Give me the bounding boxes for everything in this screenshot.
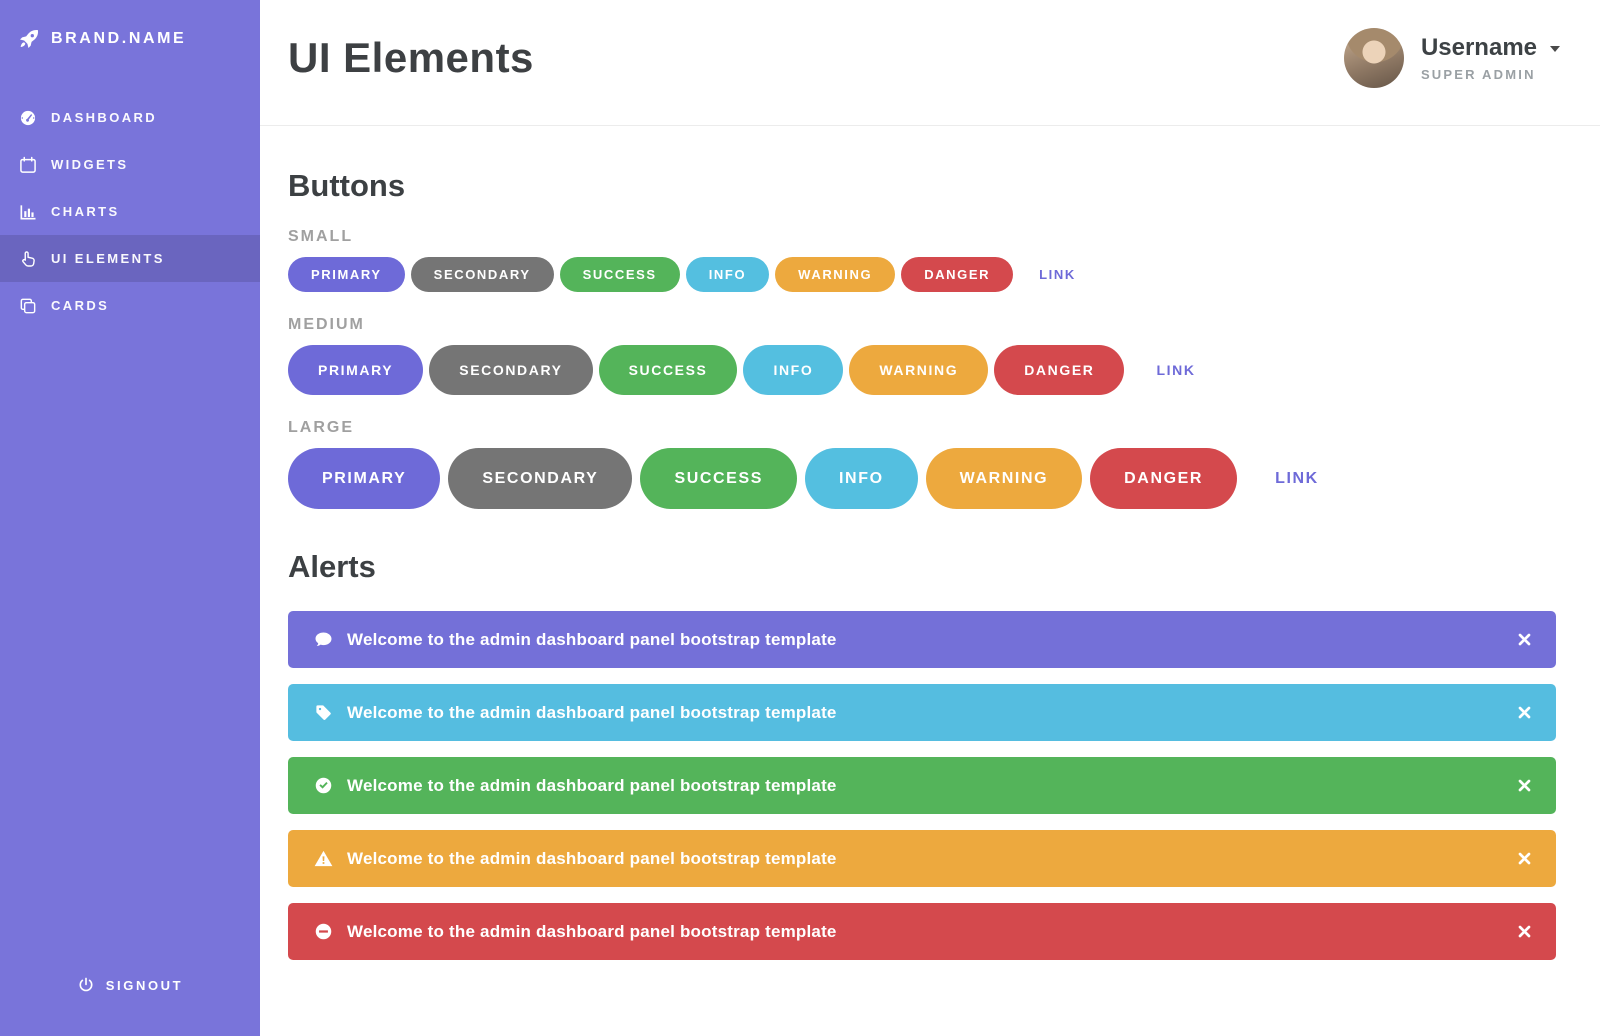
avatar[interactable] [1343, 27, 1404, 88]
header: UI Elements Username SUPER ADMIN [260, 0, 1600, 126]
close-icon[interactable] [1517, 851, 1532, 866]
success-button-small[interactable]: SUCCESS [559, 257, 680, 292]
secondary-button-large[interactable]: SECONDARY [448, 448, 633, 509]
rocket-icon [18, 28, 40, 50]
info-button-small[interactable]: INFO [685, 257, 770, 292]
sidebar-item-dashboard[interactable]: DASHBOARD [0, 94, 260, 141]
tag-icon [314, 703, 333, 722]
button-row-large: PRIMARY SECONDARY SUCCESS INFO WARNING D… [288, 448, 1556, 509]
danger-button-large[interactable]: DANGER [1090, 448, 1238, 509]
cards-icon [18, 296, 38, 316]
success-button-large[interactable]: SUCCESS [640, 448, 797, 509]
user-role: SUPER ADMIN [1420, 66, 1536, 82]
alert-message: Welcome to the admin dashboard panel boo… [347, 921, 837, 941]
chevron-down-icon[interactable] [1550, 46, 1560, 52]
sidebar-item-label: DASHBOARD [51, 110, 158, 125]
close-icon[interactable] [1517, 924, 1532, 939]
brand[interactable]: BRAND.NAME [0, 0, 260, 50]
user-meta: Username SUPER ADMIN [1421, 34, 1560, 82]
close-icon[interactable] [1517, 705, 1532, 720]
button-group-label-large: LARGE [288, 419, 354, 436]
user-menu[interactable]: Username SUPER ADMIN [1343, 27, 1560, 88]
calendar-icon [18, 155, 38, 175]
alert-primary: Welcome to the admin dashboard panel boo… [288, 611, 1556, 668]
alert-success: Welcome to the admin dashboard panel boo… [288, 757, 1556, 814]
close-icon[interactable] [1517, 632, 1532, 647]
primary-button-medium[interactable]: PRIMARY [288, 345, 424, 395]
warning-button-large[interactable]: WARNING [925, 448, 1083, 509]
sidebar-nav: DASHBOARD WIDGETS [0, 94, 260, 329]
sidebar-item-label: CHARTS [51, 204, 120, 219]
primary-button-large[interactable]: PRIMARY [288, 448, 441, 509]
secondary-button-medium[interactable]: SECONDARY [429, 345, 593, 395]
hand-icon [18, 249, 38, 269]
minus-circle-icon [314, 922, 333, 941]
bar-chart-icon [18, 202, 38, 222]
button-group-label-medium: MEDIUM [288, 316, 365, 333]
sidebar-item-charts[interactable]: CHARTS [0, 188, 260, 235]
check-circle-icon [314, 776, 333, 795]
warning-triangle-icon [314, 849, 333, 868]
sidebar-item-label: WIDGETS [51, 157, 129, 172]
comment-icon [314, 630, 333, 649]
info-button-large[interactable]: INFO [805, 448, 918, 509]
button-row-small: PRIMARY SECONDARY SUCCESS INFO WARNING D… [288, 257, 1556, 292]
alert-message: Welcome to the admin dashboard panel boo… [347, 848, 837, 868]
sidebar-item-label: CARDS [51, 298, 110, 313]
secondary-button-small[interactable]: SECONDARY [410, 257, 554, 292]
warning-button-small[interactable]: WARNING [775, 257, 896, 292]
button-row-medium: PRIMARY SECONDARY SUCCESS INFO WARNING D… [288, 345, 1556, 395]
brand-name: BRAND.NAME [51, 30, 187, 47]
sidebar-item-cards[interactable]: CARDS [0, 282, 260, 329]
sidebar-item-widgets[interactable]: WIDGETS [0, 141, 260, 188]
info-button-medium[interactable]: INFO [743, 345, 844, 395]
main: UI Elements Username SUPER ADMIN Buttons… [260, 0, 1600, 1036]
alerts-heading: Alerts [288, 549, 376, 584]
power-icon [77, 976, 95, 994]
primary-button-small[interactable]: PRIMARY [288, 257, 405, 292]
link-button-medium[interactable]: LINK [1156, 362, 1196, 378]
signout-button[interactable]: SIGNOUT [0, 976, 260, 994]
warning-button-medium[interactable]: WARNING [849, 345, 989, 395]
username: Username [1420, 33, 1537, 61]
alert-warning: Welcome to the admin dashboard panel boo… [288, 830, 1556, 887]
sidebar-item-label: UI ELEMENTS [51, 251, 165, 266]
buttons-heading: Buttons [288, 168, 406, 203]
danger-button-small[interactable]: DANGER [901, 257, 1014, 292]
danger-button-medium[interactable]: DANGER [994, 345, 1125, 395]
alert-message: Welcome to the admin dashboard panel boo… [347, 629, 837, 649]
success-button-medium[interactable]: SUCCESS [598, 345, 738, 395]
alert-danger: Welcome to the admin dashboard panel boo… [288, 903, 1556, 960]
sidebar-item-ui-elements[interactable]: UI ELEMENTS [0, 235, 260, 282]
alert-info: Welcome to the admin dashboard panel boo… [288, 684, 1556, 741]
alert-message: Welcome to the admin dashboard panel boo… [347, 775, 837, 795]
dashboard-icon [18, 108, 38, 128]
page-title: UI Elements [288, 33, 534, 81]
sidebar: BRAND.NAME DASHBOARD WIDGETS [0, 0, 260, 1036]
link-button-small[interactable]: LINK [1039, 267, 1076, 282]
content: Buttons SMALL PRIMARY SECONDARY SUCCESS … [260, 126, 1600, 976]
link-button-large[interactable]: LINK [1275, 469, 1319, 487]
alert-message: Welcome to the admin dashboard panel boo… [347, 702, 837, 722]
button-group-label-small: SMALL [288, 228, 354, 245]
signout-label: SIGNOUT [105, 977, 184, 993]
close-icon[interactable] [1517, 778, 1532, 793]
